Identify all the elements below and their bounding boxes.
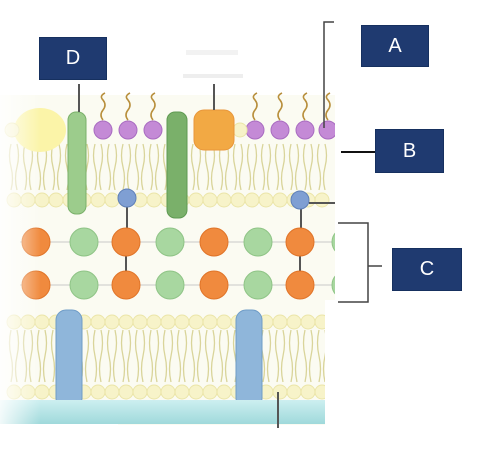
bracket-a [323,21,334,128]
label-d: D [39,37,107,80]
left-fade-overlay [0,95,340,425]
faint-caption-mark-upper [186,50,238,55]
bottom-mask [118,428,366,457]
label-a: A [361,25,429,67]
bracket-c [338,222,369,303]
label-b: B [375,129,444,173]
lower-right-mask [325,300,365,430]
faint-caption-mark [183,74,243,78]
label-c: C [392,248,462,291]
bottom-left-mask [0,424,118,457]
